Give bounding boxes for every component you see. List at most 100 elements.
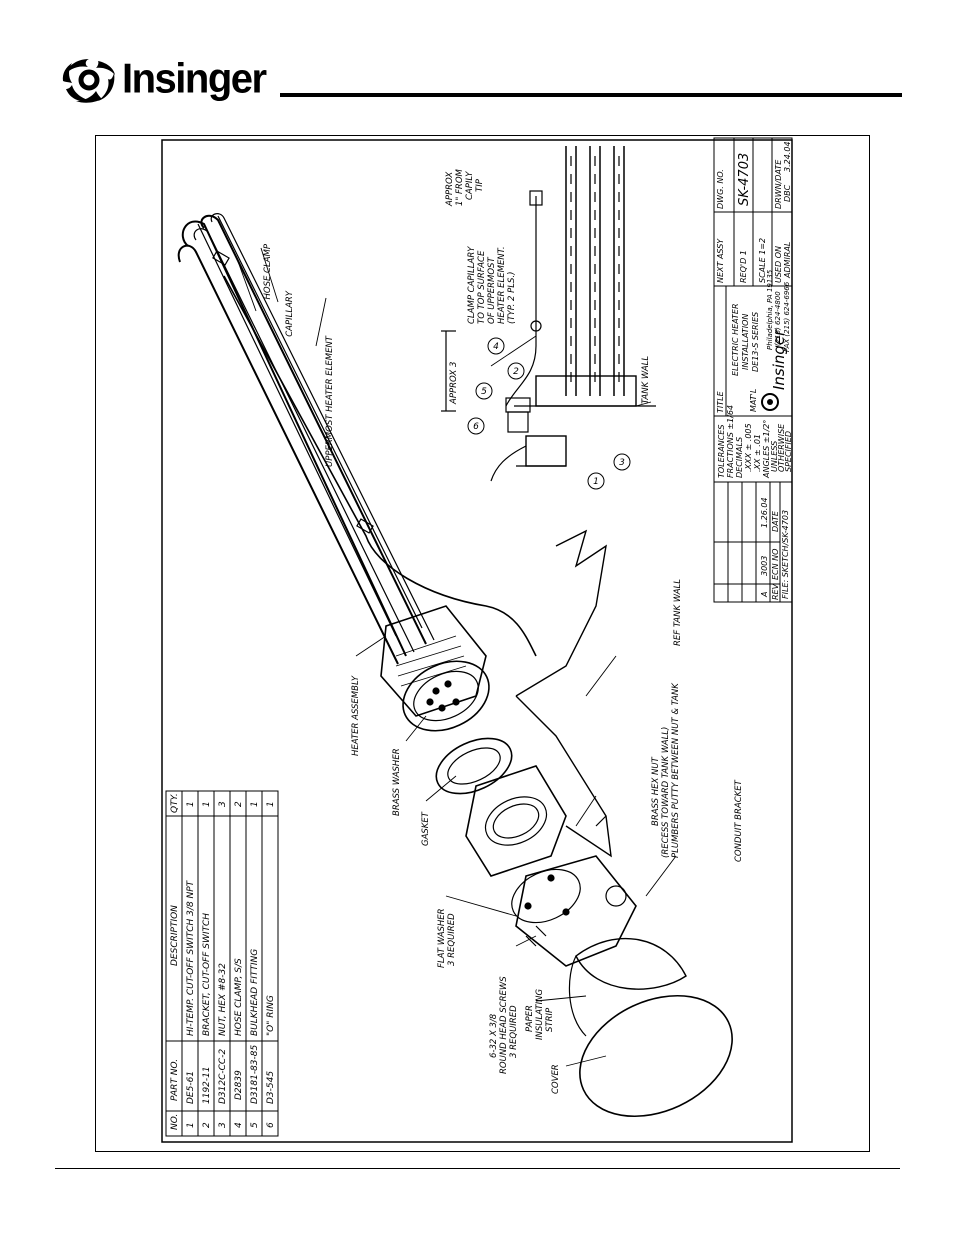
row-4-desc: HOSE CLAMP, S/S	[234, 958, 244, 1036]
title-line-3: DE13-S SERIES	[751, 312, 760, 372]
tol-title: TOLERANCES	[717, 425, 726, 478]
cover-shape	[579, 994, 733, 1118]
row-1-no: 1	[186, 1122, 196, 1128]
row-5-qty: 1	[250, 801, 260, 807]
row-6-desc: "O" RING	[266, 995, 276, 1036]
parts-table: NO. PART NO. DESCRIPTION QTY. 1 DE5-61 H…	[165, 790, 279, 1137]
heater-elements	[177, 213, 537, 665]
matl-label: MAT'L	[749, 389, 758, 412]
header-rule	[280, 93, 902, 97]
balloon-4: 4	[493, 342, 499, 352]
row-5-desc: BULKHEAD FITTING	[250, 949, 260, 1036]
dwg-number: SK-4703	[737, 153, 752, 206]
label-cover: COVER	[551, 1064, 561, 1094]
used-on-value: ADMIRAL	[783, 242, 792, 279]
row-2-qty: 1	[202, 801, 212, 807]
row-1-qty: 1	[186, 801, 196, 807]
row-2-no: 2	[202, 1122, 212, 1128]
row-6-qty: 1	[266, 801, 276, 807]
label-brass-washer: BRASS WASHER	[392, 748, 402, 816]
balloon-3: 3	[619, 458, 625, 468]
side-detail	[441, 146, 656, 482]
title-swirl-icon	[761, 393, 779, 411]
row-1-part: DE5-61	[186, 1071, 196, 1104]
leader-lines	[235, 247, 677, 1067]
row-6-no: 6	[266, 1122, 276, 1128]
label-heater-assembly: HEATER ASSEMBLY	[351, 675, 361, 756]
gasket-shape	[435, 737, 513, 795]
label-clamp-2: TO TOP SURFACE	[477, 250, 487, 324]
row-3-qty: 3	[218, 801, 228, 807]
row-4-qty: 2	[234, 801, 244, 807]
row-2-part: 1192-11	[202, 1066, 212, 1104]
tol-7: OTHERWISE	[777, 423, 786, 472]
sheet-border	[161, 139, 793, 1143]
label-approx-tip-1: APPROX	[445, 172, 455, 207]
label-hose-clamp: HOSE CLAMP	[263, 243, 273, 299]
label-capillary: CAPILLARY	[285, 290, 295, 337]
label-gasket: GASKET	[421, 811, 431, 846]
title-block: FILE: SKETCH/SK-4703 REV ECN NO DATE A 3…	[713, 137, 793, 603]
heater-head	[380, 605, 490, 732]
label-clamp-4: HEATER ELEMENT.	[497, 246, 507, 324]
footer-rule	[55, 1168, 900, 1169]
file-name: FILE: SKETCH/SK-4703	[781, 510, 790, 599]
tol-6: UNLESS	[770, 441, 779, 472]
brand-name: Insinger	[122, 55, 267, 103]
title-label: TITLE	[716, 390, 725, 413]
label-brass-nut-3: PLUMBERS PUTTY BETWEEN NUT & TANK	[671, 682, 681, 858]
paper-strip-shape	[575, 937, 687, 990]
scale-label: SCALE 1=2	[758, 238, 767, 283]
date-header: DATE	[771, 510, 780, 532]
label-approx-tip-4: TIP	[475, 178, 485, 192]
label-flat-washer-1: FLAT WASHER	[437, 908, 447, 968]
balloon-1: 1	[593, 477, 599, 487]
address-2: (215) 624-4800	[774, 291, 782, 346]
rev-value: A	[760, 592, 769, 598]
balloon-5: 5	[481, 387, 487, 397]
brass-hex-nut	[465, 765, 567, 877]
label-conduit-bracket: CONDUIT BRACKET	[734, 779, 744, 862]
header-part-no: PART NO.	[170, 1059, 180, 1101]
tank-wall-section	[515, 529, 607, 697]
header-qty: QTY.	[170, 793, 180, 813]
exploded-view	[177, 146, 733, 1118]
label-approx-3: APPROX 3	[449, 362, 459, 405]
row-6-part: D3-545	[266, 1071, 276, 1104]
label-approx-tip-3: CAPILY	[465, 171, 475, 200]
row-5-no: 5	[250, 1122, 260, 1128]
callout-balloons	[467, 337, 631, 490]
label-tank-wall: TANK WALL	[641, 356, 651, 404]
tol-3: .XXX ± .005	[744, 423, 753, 472]
label-brass-nut-2: (RECESS TOWARD TANK WALL)	[661, 727, 671, 858]
insinger-swirl-icon	[62, 59, 115, 103]
tol-1: FRACTIONS ±1/64	[726, 405, 735, 478]
drawn-label: DRWN/DATE	[774, 159, 783, 209]
header-description: DESCRIPTION	[170, 905, 180, 966]
tol-8: SPECIFIED	[784, 431, 793, 472]
address-3: FAX (215) 624-6966	[783, 281, 791, 352]
label-approx-tip-2: 1" FROM	[455, 168, 465, 206]
label-paper-2: INSULATING	[535, 989, 545, 1040]
row-1-desc: HI-TEMP. CUT-OFF SWITCH 3/8 NPT	[186, 879, 196, 1036]
drawn-date: 3.24.04	[783, 141, 792, 172]
balloon-2: 2	[513, 367, 519, 377]
label-uppermost: UPPERMOST HEATER ELEMENT	[325, 335, 335, 467]
drawing-frame: NO. PART NO. DESCRIPTION QTY. 1 DE5-61 H…	[95, 135, 870, 1152]
header-no: NO.	[170, 1114, 180, 1130]
row-3-desc: NUT, HEX #8-32	[218, 963, 228, 1036]
dwg-label: DWG. NO.	[716, 169, 725, 209]
rev-header: REV	[771, 583, 780, 600]
conduit-bracket-shape	[515, 855, 637, 967]
label-flat-washer-2: 3 REQUIRED	[447, 913, 457, 966]
label-clamp-5: (TYP. 2 PLS.)	[507, 272, 517, 324]
ecn-header: ECN NO	[771, 549, 780, 580]
row-5-part: D3181-83-85	[250, 1044, 260, 1104]
tol-2: DECIMALS	[735, 437, 744, 478]
label-round-head-2: ROUND HEAD SCREWS	[499, 976, 509, 1074]
row-3-part: D312C-CC-2	[218, 1049, 228, 1104]
address-1: Philadelphia, PA 19135	[766, 269, 774, 350]
balloon-6: 6	[473, 422, 479, 432]
ecn-value: 3003	[760, 556, 769, 576]
label-paper-3: STRIP	[545, 1007, 555, 1032]
